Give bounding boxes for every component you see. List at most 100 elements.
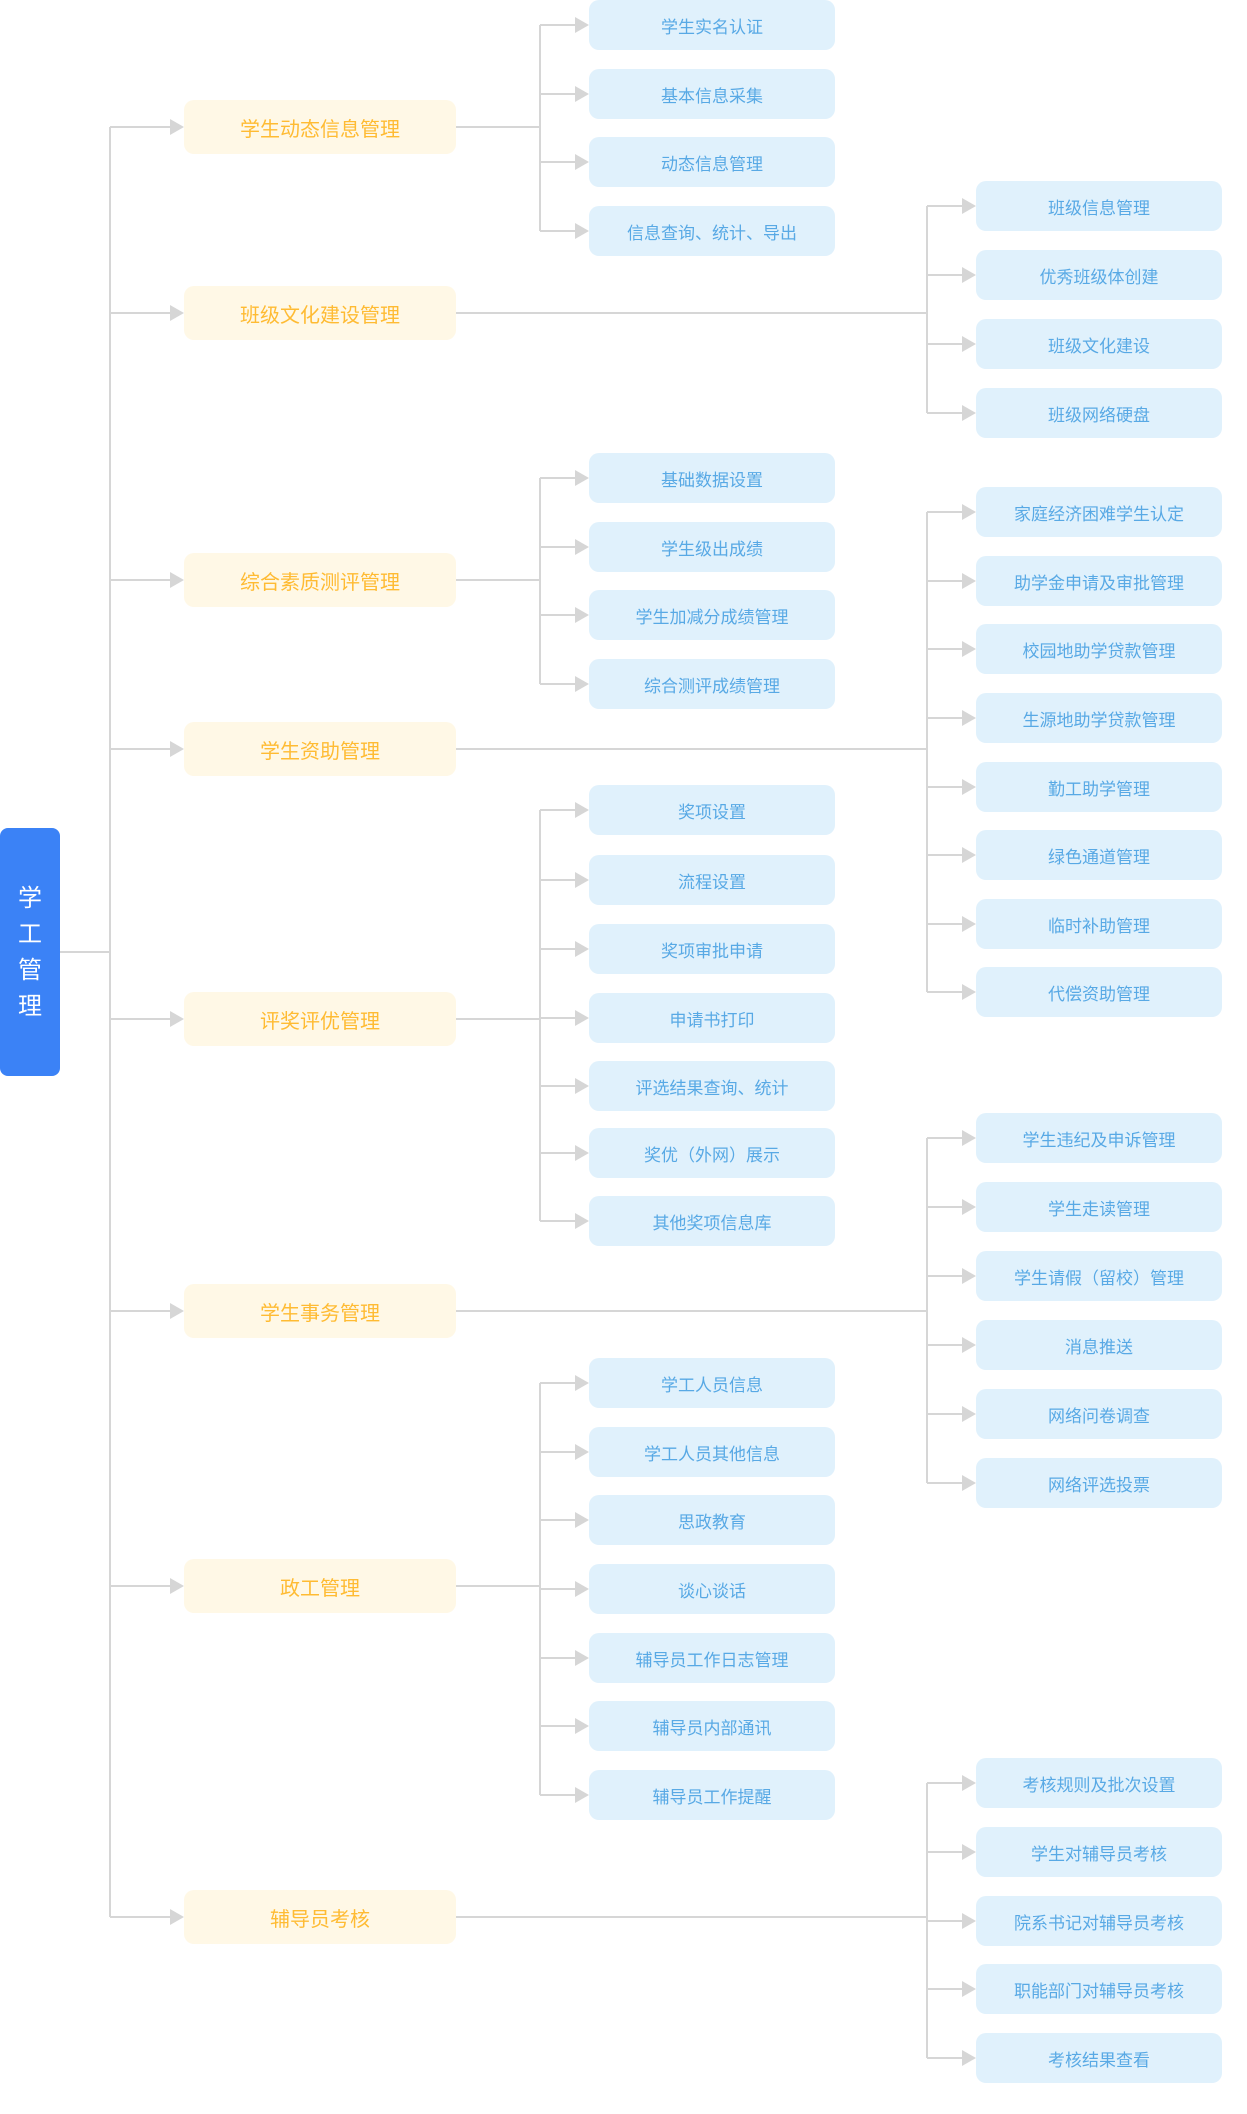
leaf-node[interactable]: 其他奖项信息库 [589, 1196, 835, 1246]
arrow-head [962, 267, 976, 283]
arrow-head [575, 1375, 589, 1391]
leaf-label: 生源地助学贷款管理 [1022, 710, 1176, 731]
leaf-label: 勤工助学管理 [1048, 779, 1150, 800]
leaf-node[interactable]: 班级文化建设 [976, 319, 1222, 369]
category-node-student-info[interactable]: 学生动态信息管理 [184, 100, 456, 154]
category-node-political-work[interactable]: 政工管理 [184, 1559, 456, 1613]
arrow-head [962, 1268, 976, 1284]
leaf-node[interactable]: 学生请假（留校）管理 [976, 1251, 1222, 1301]
category-label: 学生资助管理 [260, 738, 380, 763]
arrow-head [575, 539, 589, 555]
leaf-node[interactable]: 学工人员其他信息 [589, 1427, 835, 1477]
category-node-quality-assessment[interactable]: 综合素质测评管理 [184, 553, 456, 607]
leaf-label: 其他奖项信息库 [652, 1213, 772, 1234]
arrow-head [962, 2050, 976, 2066]
leaf-node[interactable]: 优秀班级体创建 [976, 250, 1222, 300]
root-label-char-4: 理 [18, 992, 42, 1020]
root-label-char-2: 工 [18, 920, 42, 948]
arrow-head [575, 872, 589, 888]
arrow-head [170, 305, 184, 321]
arrow-head [962, 198, 976, 214]
leaf-node[interactable]: 学生加减分成绩管理 [589, 590, 835, 640]
leaf-label: 学工人员其他信息 [644, 1444, 780, 1465]
leaf-node[interactable]: 流程设置 [589, 855, 835, 905]
leaf-label: 代偿资助管理 [1048, 984, 1150, 1005]
arrow-head [170, 1909, 184, 1925]
leaf-node[interactable]: 网络问卷调查 [976, 1389, 1222, 1439]
category-node-financial-aid[interactable]: 学生资助管理 [184, 722, 456, 776]
leaf-label: 临时补助管理 [1048, 916, 1150, 937]
leaf-label: 班级文化建设 [1048, 336, 1150, 357]
leaf-node[interactable]: 绿色通道管理 [976, 830, 1222, 880]
category-node-counselor-assessment[interactable]: 辅导员考核 [184, 1890, 456, 1944]
leaf-node[interactable]: 申请书打印 [589, 993, 835, 1043]
leaf-node[interactable]: 奖优（外网）展示 [589, 1128, 835, 1178]
leaf-node[interactable]: 辅导员内部通讯 [589, 1701, 835, 1751]
category-node-awards[interactable]: 评奖评优管理 [184, 992, 456, 1046]
leaf-node[interactable]: 班级网络硬盘 [976, 388, 1222, 438]
leaf-node[interactable]: 考核结果查看 [976, 2033, 1222, 2083]
category-node-class-culture[interactable]: 班级文化建设管理 [184, 286, 456, 340]
leaf-node[interactable]: 学生实名认证 [589, 0, 835, 50]
leaf-node[interactable]: 学生违纪及申诉管理 [976, 1113, 1222, 1163]
arrow-head [575, 1213, 589, 1229]
leaf-node[interactable]: 思政教育 [589, 1495, 835, 1545]
leaf-node[interactable]: 院系书记对辅导员考核 [976, 1896, 1222, 1946]
leaf-label: 辅导员内部通讯 [652, 1718, 772, 1739]
leaf-label: 思政教育 [678, 1512, 746, 1533]
arrow-head [575, 223, 589, 239]
arrow-head [962, 573, 976, 589]
arrow-head [575, 1010, 589, 1026]
arrow-head [575, 1650, 589, 1666]
leaf-label: 学生级出成绩 [661, 539, 763, 560]
leaf-node[interactable]: 动态信息管理 [589, 137, 835, 187]
leaf-node[interactable]: 学生走读管理 [976, 1182, 1222, 1232]
arrow-head [962, 1130, 976, 1146]
leaf-node[interactable]: 助学金申请及审批管理 [976, 556, 1222, 606]
arrow-head [962, 641, 976, 657]
leaf-node[interactable]: 考核规则及批次设置 [976, 1758, 1222, 1808]
leaf-node[interactable]: 学生级出成绩 [589, 522, 835, 572]
leaf-node[interactable]: 评选结果查询、统计 [589, 1061, 835, 1111]
leaf-node[interactable]: 班级信息管理 [976, 181, 1222, 231]
leaf-node[interactable]: 谈心谈话 [589, 1564, 835, 1614]
leaf-node[interactable]: 消息推送 [976, 1320, 1222, 1370]
leaf-node[interactable]: 综合测评成绩管理 [589, 659, 835, 709]
category-label: 政工管理 [280, 1575, 360, 1600]
leaf-label: 学生加减分成绩管理 [635, 607, 789, 628]
root-label-char-1: 学 [18, 884, 42, 912]
arrow-head [575, 17, 589, 33]
leaf-label: 优秀班级体创建 [1039, 267, 1159, 288]
leaf-label: 综合测评成绩管理 [644, 676, 780, 697]
leaf-node[interactable]: 临时补助管理 [976, 899, 1222, 949]
arrow-head [962, 1981, 976, 1997]
leaf-node[interactable]: 基本信息采集 [589, 69, 835, 119]
root-node-student-affairs[interactable]: 学 工 管 理 [0, 828, 60, 1076]
leaf-node[interactable]: 学生对辅导员考核 [976, 1827, 1222, 1877]
leaf-node[interactable]: 家庭经济困难学生认定 [976, 487, 1222, 537]
leaf-node[interactable]: 代偿资助管理 [976, 967, 1222, 1017]
arrow-head [575, 1078, 589, 1094]
leaf-node[interactable]: 学工人员信息 [589, 1358, 835, 1408]
arrow-head [962, 1337, 976, 1353]
arrow-head [575, 86, 589, 102]
leaf-label: 学生违纪及申诉管理 [1022, 1130, 1176, 1151]
leaf-node[interactable]: 信息查询、统计、导出 [589, 206, 835, 256]
leaf-node[interactable]: 校园地助学贷款管理 [976, 624, 1222, 674]
leaf-node[interactable]: 辅导员工作日志管理 [589, 1633, 835, 1683]
leaf-node[interactable]: 网络评选投票 [976, 1458, 1222, 1508]
arrow-head [575, 802, 589, 818]
leaf-node[interactable]: 基础数据设置 [589, 453, 835, 503]
leaf-label: 学工人员信息 [661, 1375, 763, 1396]
leaf-label: 助学金申请及审批管理 [1014, 573, 1184, 594]
leaf-node[interactable]: 辅导员工作提醒 [589, 1770, 835, 1820]
category-node-student-affairs[interactable]: 学生事务管理 [184, 1284, 456, 1338]
leaf-node[interactable]: 奖项设置 [589, 785, 835, 835]
leaf-label: 绿色通道管理 [1048, 847, 1150, 868]
leaf-node[interactable]: 职能部门对辅导员考核 [976, 1964, 1222, 2014]
leaf-node[interactable]: 勤工助学管理 [976, 762, 1222, 812]
leaf-node[interactable]: 奖项审批申请 [589, 924, 835, 974]
leaf-node[interactable]: 生源地助学贷款管理 [976, 693, 1222, 743]
arrow-head [575, 1581, 589, 1597]
